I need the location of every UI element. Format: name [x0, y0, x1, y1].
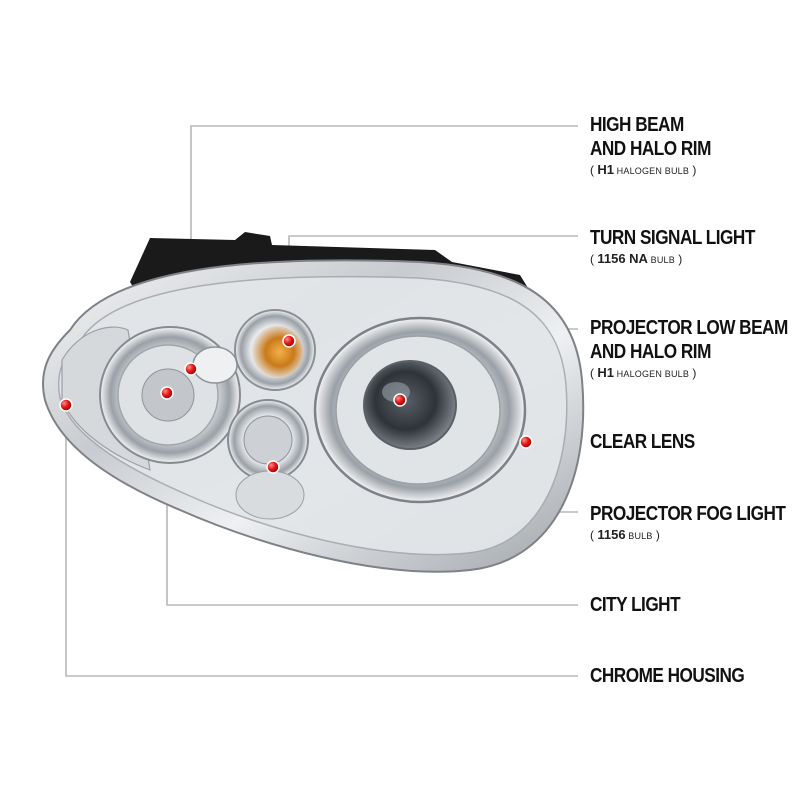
marker-clear-lens: [519, 435, 533, 449]
marker-turn-signal: [282, 334, 296, 348]
callout-projector-low: PROJECTOR LOW BEAM AND HALO RIM ( H1 HAL…: [590, 316, 795, 382]
callout-title: CLEAR LENS: [590, 431, 695, 453]
callout-title: HIGH BEAM: [590, 114, 684, 136]
marker-projector-fog: [266, 460, 280, 474]
marker-high-beam: [184, 362, 198, 376]
fog-light-lower: [235, 470, 305, 520]
marker-city-light: [160, 386, 174, 400]
callout-title-2: AND HALO RIM: [590, 138, 711, 160]
callout-projector-fog: PROJECTOR FOG LIGHT ( 1156 BULB ): [590, 502, 795, 544]
callout-bulb-note: ( 1156 NA BULB ): [590, 251, 683, 266]
headlight-assembly: [41, 232, 585, 573]
central-bulb: [192, 346, 238, 384]
projector-lens: [363, 360, 457, 450]
callout-title: PROJECTOR LOW BEAM: [590, 317, 788, 339]
callout-high-beam: HIGH BEAM AND HALO RIM ( H1 HALOGEN BULB…: [590, 113, 795, 179]
callout-title-2: AND HALO RIM: [590, 341, 711, 363]
markers: [59, 334, 533, 474]
callout-title: CITY LIGHT: [590, 594, 681, 616]
leader-chrome-housing: [65, 405, 578, 677]
callout-bulb-note: ( H1 HALOGEN BULB ): [590, 365, 697, 380]
callout-chrome-housing: CHROME HOUSING: [590, 664, 795, 688]
marker-chrome-housing: [59, 398, 73, 412]
callout-title: PROJECTOR FOG LIGHT: [590, 503, 786, 525]
callout-bulb-note: ( 1156 BULB ): [590, 527, 660, 542]
callout-bulb-note: ( H1 HALOGEN BULB ): [590, 162, 697, 177]
callout-title: TURN SIGNAL LIGHT: [590, 227, 755, 249]
callout-turn-signal: TURN SIGNAL LIGHT ( 1156 NA BULB ): [590, 226, 795, 268]
callout-clear-lens: CLEAR LENS: [590, 430, 795, 454]
marker-projector-low: [393, 393, 407, 407]
callout-title: CHROME HOUSING: [590, 665, 745, 687]
callout-city-light: CITY LIGHT: [590, 593, 795, 617]
